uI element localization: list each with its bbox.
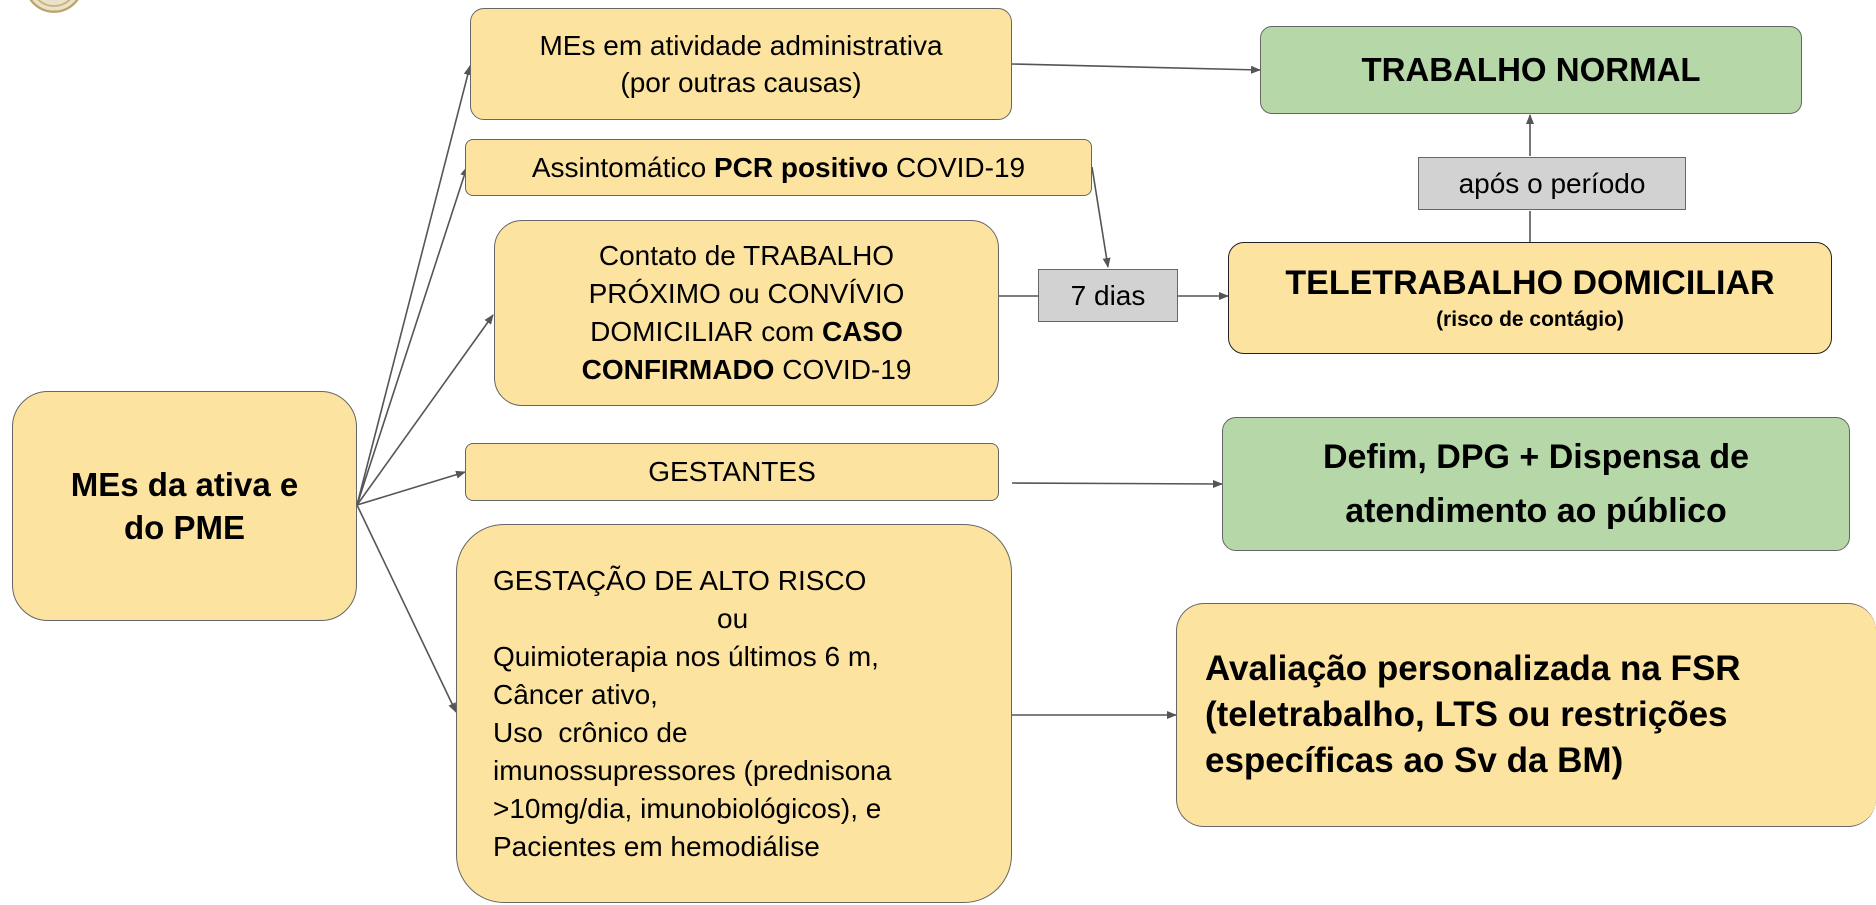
days-label: 7 dias bbox=[1070, 279, 1146, 311]
contact-l4-post: COVID-19 bbox=[774, 354, 912, 385]
arrow-pcr-days bbox=[1091, 166, 1111, 268]
eval-line1: Avaliação personalizada na FSR bbox=[1205, 649, 1741, 688]
root-line2: do PME bbox=[123, 509, 245, 546]
highrisk-l3: Quimioterapia nos últimos 6 m, bbox=[493, 640, 879, 672]
normal-label: TRABALHO NORMAL bbox=[1361, 51, 1701, 88]
pcr-bold: PCR positivo bbox=[713, 151, 889, 183]
node-seven-days: 7 dias bbox=[1038, 269, 1178, 322]
highrisk-l4: Câncer ativo, bbox=[493, 678, 658, 710]
pcr-post: COVID-19 bbox=[888, 151, 1026, 183]
node-defim: Defim, DPG + Dispensa de atendimento ao … bbox=[1222, 417, 1850, 551]
arrow-pregnant-defim bbox=[1011, 479, 1223, 488]
node-root: MEs da ativa e do PME bbox=[12, 391, 357, 621]
eval-line3: específicas ao Sv da BM) bbox=[1205, 741, 1624, 780]
arrow-root-highrisk bbox=[356, 504, 457, 713]
highrisk-l7: >10mg/dia, imunobiológicos), e bbox=[493, 792, 882, 824]
arrow-root-pregnant bbox=[356, 470, 466, 506]
admin-line2: (por outras causas) bbox=[620, 67, 862, 98]
highrisk-l8: Pacientes em hemodiálise bbox=[493, 830, 820, 862]
telework-subtitle: (risco de contágio) bbox=[1436, 308, 1624, 331]
arrow-root-admin bbox=[356, 65, 472, 506]
node-highrisk: GESTAÇÃO DE ALTO RISCO ou Quimioterapia … bbox=[456, 524, 1012, 903]
node-after-period: após o período bbox=[1418, 157, 1686, 210]
defim-line2: atendimento ao público bbox=[1345, 492, 1727, 530]
node-admin: MEs em atividade administrativa (por out… bbox=[470, 8, 1012, 120]
telework-title: TELETRABALHO DOMICILIAR bbox=[1285, 264, 1775, 302]
contact-l2: PRÓXIMO ou CONVÍVIO bbox=[588, 278, 905, 309]
node-contact: Contato de TRABALHO PRÓXIMO ou CONVÍVIO … bbox=[494, 220, 999, 406]
pcr-pre: Assintomático bbox=[531, 151, 714, 183]
after-label: após o período bbox=[1458, 167, 1646, 199]
node-telework: TELETRABALHO DOMICILIAR (risco de contág… bbox=[1228, 242, 1832, 354]
arrow-admin-normal bbox=[1011, 63, 1261, 74]
node-evaluation: Avaliação personalizada na FSR (teletrab… bbox=[1176, 603, 1876, 827]
node-normal: TRABALHO NORMAL bbox=[1260, 26, 1802, 114]
contact-l3-bold: CASO bbox=[821, 316, 903, 347]
contact-l3-pre: DOMICILIAR com bbox=[590, 316, 822, 347]
highrisk-l6: imunossupressores (prednisona bbox=[493, 754, 892, 786]
defim-line1: Defim, DPG + Dispensa de bbox=[1322, 438, 1750, 476]
root-line1: MEs da ativa e bbox=[70, 466, 299, 503]
highrisk-l2: ou bbox=[717, 602, 749, 634]
contact-l4-bold: CONFIRMADO bbox=[581, 354, 775, 385]
highrisk-l1: GESTAÇÃO DE ALTO RISCO bbox=[493, 564, 867, 596]
arrow-root-contact bbox=[356, 314, 494, 506]
seal-logo bbox=[29, 0, 79, 13]
node-pregnant: GESTANTES bbox=[465, 443, 999, 501]
node-pcr: Assintomático PCR positivo COVID-19 bbox=[465, 139, 1092, 196]
eval-line2: (teletrabalho, LTS ou restrições bbox=[1205, 695, 1728, 734]
arrow-root-pcr bbox=[356, 166, 469, 506]
highrisk-l5: Uso crônico de bbox=[493, 716, 688, 748]
pregnant-label: GESTANTES bbox=[648, 456, 816, 487]
contact-l1: Contato de TRABALHO bbox=[598, 240, 895, 271]
admin-line1: MEs em atividade administrativa bbox=[539, 30, 943, 61]
